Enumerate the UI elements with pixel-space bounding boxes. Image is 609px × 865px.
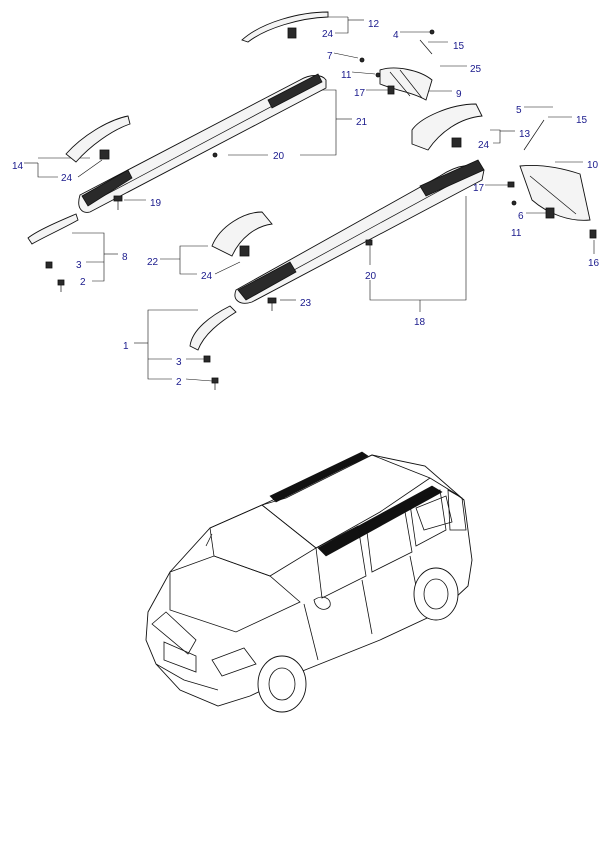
callout-20: 20: [365, 271, 377, 282]
roof-rail-21: [78, 73, 327, 213]
vehicle-front-wheel: [257, 655, 307, 713]
callout-2: 2: [80, 277, 86, 288]
callout-17: 17: [473, 183, 485, 194]
leader-lines: [24, 16, 595, 382]
callout-24: 24: [322, 29, 334, 40]
callout-13: 13: [519, 129, 531, 140]
callout-11: 11: [511, 228, 522, 239]
callout-22: 22: [147, 257, 159, 268]
callout-21: 21: [356, 117, 368, 128]
callout-24: 24: [201, 271, 213, 282]
vehicle-illustration: [145, 451, 473, 713]
rail-end-8: [27, 213, 79, 292]
callout-19: 19: [150, 198, 162, 209]
callout-12: 12: [368, 19, 380, 30]
vehicle-rear-wheel: [413, 567, 459, 621]
callout-6: 6: [518, 211, 524, 222]
rear-end-cover-10: [507, 119, 597, 239]
callout-3: 3: [176, 357, 182, 368]
callout-7: 7: [327, 51, 333, 62]
bolt-19: [113, 195, 123, 210]
callout-16: 16: [588, 258, 600, 269]
rear-cover-13: [411, 103, 483, 151]
front-cover-14: [65, 115, 131, 163]
screw-15a: [419, 29, 435, 55]
callout-3: 3: [76, 260, 82, 271]
callout-4: 4: [393, 30, 399, 41]
vehicle-roof-rail-left: [269, 451, 369, 503]
callout-18: 18: [414, 317, 426, 328]
roof-rail-18: [234, 159, 485, 304]
callout-8: 8: [122, 252, 128, 263]
callout-5: 5: [516, 105, 522, 116]
callout-9: 9: [456, 89, 462, 100]
callout-17: 17: [354, 88, 366, 99]
parts: [27, 11, 597, 390]
rail-end-1: [189, 305, 237, 390]
callout-1: 1: [123, 341, 129, 352]
callout-14: 14: [12, 161, 24, 172]
callout-20: 20: [273, 151, 285, 162]
callout-23: 23: [300, 298, 312, 309]
rail-end-cover-12: [241, 11, 329, 43]
callout-11: 11: [341, 70, 352, 81]
rear-bracket-9: [359, 57, 433, 101]
callout-25: 25: [470, 64, 482, 75]
callout-15: 15: [576, 115, 588, 126]
callout-24: 24: [61, 173, 73, 184]
bolt-23: [267, 297, 277, 311]
callout-24: 24: [478, 140, 490, 151]
callout-10: 10: [587, 160, 599, 171]
callout-15: 15: [453, 41, 465, 52]
callout-2: 2: [176, 377, 182, 388]
front-cover-22: [211, 211, 273, 257]
